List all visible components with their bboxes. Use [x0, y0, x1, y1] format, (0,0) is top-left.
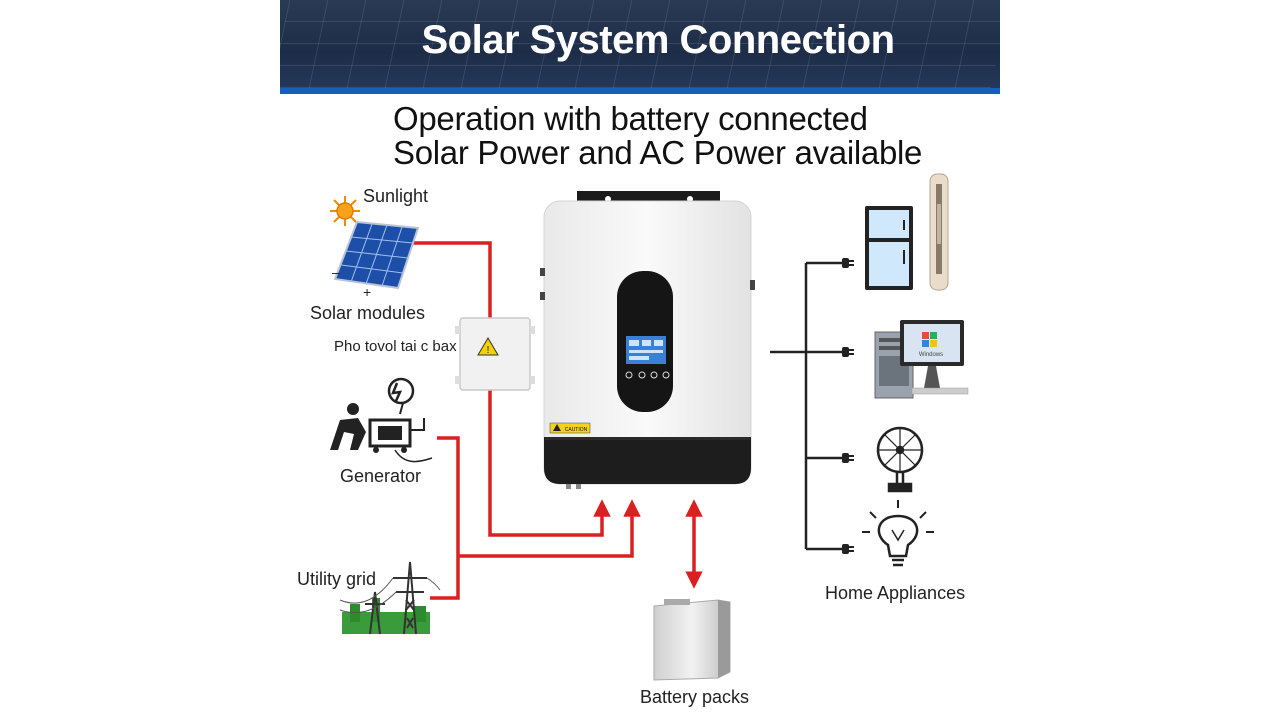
combiner-box-icon: ! [455, 317, 535, 391]
subtitle-line-1: Operation with battery connected [393, 100, 868, 137]
combiner-box-label: Pho tovol tai c bax [334, 338, 457, 355]
generator-wire [430, 436, 460, 600]
caution-label: CAUTION [565, 427, 588, 433]
header-accent-bar [280, 88, 1000, 94]
inverter-unit: CAUTION [540, 191, 755, 489]
subtitle-line-2: Solar Power and AC Power available [393, 134, 923, 171]
page-title: Solar System Connection [421, 18, 895, 62]
utility-grid-label: Utility grid [297, 569, 377, 589]
solar-panel-icon [333, 220, 420, 290]
monitor-screen-text: Windows [919, 352, 943, 358]
sunlight-label: Sunlight [363, 186, 429, 206]
load-bus [770, 261, 845, 551]
battery-packs-label: Battery packs [640, 687, 750, 707]
battery-pack-icon [653, 599, 731, 681]
header-banner [280, 0, 1000, 88]
refrigerator-icon [865, 206, 913, 290]
plug-icons [842, 258, 854, 554]
solar-wire [410, 241, 611, 537]
generator-label: Generator [340, 466, 422, 486]
air-conditioner-icon [929, 173, 949, 291]
light-bulb-icon [862, 500, 934, 567]
red-wiring [410, 241, 703, 600]
utility-grid-icon [339, 561, 441, 635]
svg-text:!: ! [487, 345, 490, 356]
grid-wire [458, 499, 641, 558]
fan-icon [876, 426, 924, 493]
solar-plus-terminal: + [363, 284, 372, 300]
home-appliances-label: Home Appliances [825, 583, 966, 603]
sun-icon [330, 196, 360, 226]
solar-modules-label: Solar modules [310, 303, 426, 323]
computer-icon: Windows [874, 320, 969, 399]
solar-minus-terminal: – [332, 264, 340, 280]
generator-icon [330, 377, 433, 463]
